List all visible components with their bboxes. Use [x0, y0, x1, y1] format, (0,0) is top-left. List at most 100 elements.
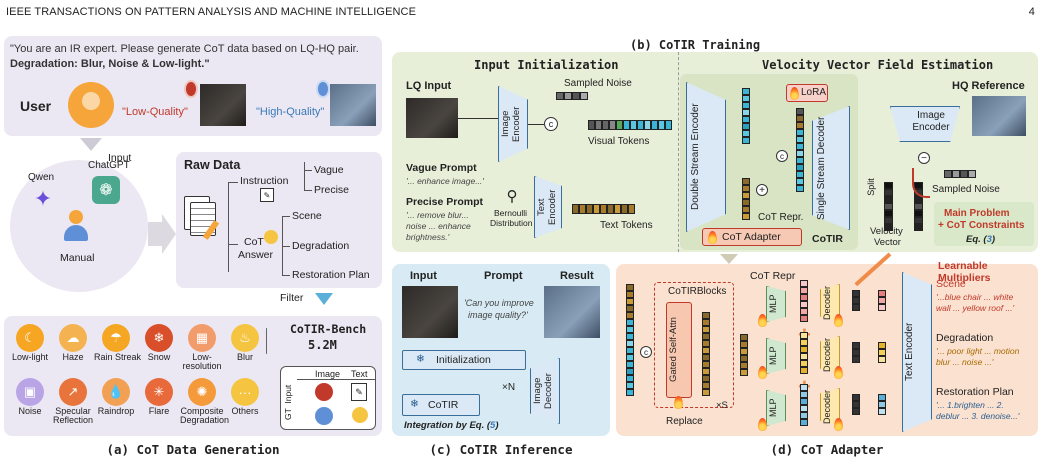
token	[796, 122, 804, 129]
cot-constraints-label: + CoT Constraints	[938, 220, 1025, 231]
decoder-flame-icon	[834, 418, 843, 431]
degradation-icon: ▦	[188, 324, 216, 352]
sampled-noise-2-label: Sampled Noise	[932, 184, 1000, 195]
visual-tokens-label: Visual Tokens	[588, 136, 650, 147]
token	[884, 217, 893, 224]
inference-prompt-text-2: image quality?'	[468, 310, 528, 320]
degradation-icon: ❄	[145, 324, 173, 352]
training-to-adapter-arrow	[720, 254, 738, 264]
image-stream-tokens	[742, 88, 750, 144]
token	[742, 185, 750, 192]
scene-text-1: '...blue chair ... white	[936, 292, 1014, 302]
bench-text-doc-icon: ✎	[351, 383, 367, 401]
token	[607, 204, 614, 214]
hq-reference-image	[972, 96, 1026, 136]
token	[796, 129, 804, 136]
token	[742, 213, 750, 220]
token	[616, 120, 623, 130]
integration-label: Integration by Eq. (5)	[404, 420, 499, 431]
cot-answer-label-2: Answer	[238, 249, 274, 261]
merge-concat-icon: c	[776, 150, 788, 162]
precise-prompt-text-2: noise ... enhance	[406, 221, 471, 231]
token	[658, 120, 665, 130]
training-panel: Input Initialization Velocity Vector Fie…	[392, 52, 1038, 252]
visual-tokens	[588, 120, 672, 130]
token	[702, 347, 710, 354]
degradation-label: Haze	[62, 352, 84, 362]
lq-image-encoder	[498, 86, 528, 162]
token	[626, 298, 634, 305]
token	[800, 315, 808, 322]
page-number: 4	[1028, 6, 1035, 18]
precise-prompt-label: Precise Prompt	[406, 196, 484, 208]
cot-adapter-label: CoT Adapter	[722, 231, 781, 243]
token	[800, 405, 808, 412]
caption-c: (c) CoTIR Inference	[429, 442, 573, 457]
token	[595, 120, 602, 130]
chatgpt-icon: ❁	[92, 176, 120, 204]
degradation-icon: ▣	[16, 378, 44, 406]
velocity-vector-label-1: Velocity	[870, 226, 903, 237]
token	[800, 332, 808, 339]
token	[702, 333, 710, 340]
token	[800, 360, 808, 367]
degradation-item: ▦Low- resolution	[180, 324, 224, 372]
token	[852, 401, 860, 408]
token	[800, 398, 808, 405]
replace-label: Replace	[666, 416, 703, 427]
degradation-label: Snow	[147, 352, 171, 362]
learnable-multipliers-label: Learnable Multipliers	[938, 260, 991, 284]
mlp-label: MLP	[768, 398, 778, 418]
token	[626, 368, 634, 375]
velocity-vector-label-2: Vector	[874, 237, 901, 248]
token	[742, 88, 750, 95]
token	[878, 342, 886, 349]
initialization-block[interactable]	[402, 350, 526, 370]
velocity-title: Velocity Vector Field Estimation	[762, 58, 994, 72]
token	[702, 326, 710, 333]
branch-target-tokens	[878, 394, 886, 415]
token	[702, 375, 710, 382]
text-tokens	[572, 204, 635, 214]
token	[702, 368, 710, 375]
token	[914, 217, 923, 224]
degradation-item: ♨Blur	[223, 324, 267, 362]
token	[742, 116, 750, 123]
bench-title: CoTIR-Bench	[290, 322, 367, 336]
scene-text-2: wall ... yellow roof ...'	[936, 303, 1015, 313]
token	[644, 120, 651, 130]
eq-3-number: 3	[986, 234, 992, 245]
initialization-label: Initialization	[436, 354, 491, 366]
mlp-label: MLP	[768, 294, 778, 314]
degradation-item: ✳Flare	[137, 378, 181, 416]
restoration-text-2: deblur ... 3. denoise...'	[936, 411, 1020, 421]
token	[800, 412, 808, 419]
text-stream-tokens	[742, 178, 750, 220]
high-quality-badge-icon	[316, 80, 330, 98]
generators-to-raw-arrowhead	[162, 214, 176, 254]
scene-label: Scene	[292, 210, 322, 222]
degradation-icon: ✺	[188, 378, 216, 406]
caption-b: (b) CoTIR Training	[630, 38, 761, 52]
token	[852, 408, 860, 415]
degradation-label: Low-light	[11, 352, 49, 362]
chatgpt-label: ChatGPT	[88, 160, 130, 171]
split-label: Split	[865, 178, 876, 196]
image-decoder-label: Image Decoder	[532, 373, 554, 409]
generators-to-raw-arrow	[148, 222, 162, 246]
token	[800, 280, 808, 287]
cotir-inference-block[interactable]	[402, 394, 480, 416]
cotir-inference-label: CoTIR	[428, 399, 459, 411]
token	[800, 339, 808, 346]
branch-target-tokens	[878, 290, 886, 311]
caption-a: (a) CoT Data Generation	[106, 442, 280, 457]
cot-adapter-box	[702, 228, 802, 246]
snowflake-icon-2: ❄	[410, 398, 419, 410]
restoration-text-1: '... 1.brighten ... 2.	[936, 400, 1004, 410]
token	[742, 95, 750, 102]
token	[626, 354, 634, 361]
degradation-item: 💧Raindrop	[94, 378, 138, 416]
subtract-icon: −	[918, 152, 930, 164]
bench-lq-badge-icon	[315, 383, 333, 401]
token	[884, 182, 893, 189]
